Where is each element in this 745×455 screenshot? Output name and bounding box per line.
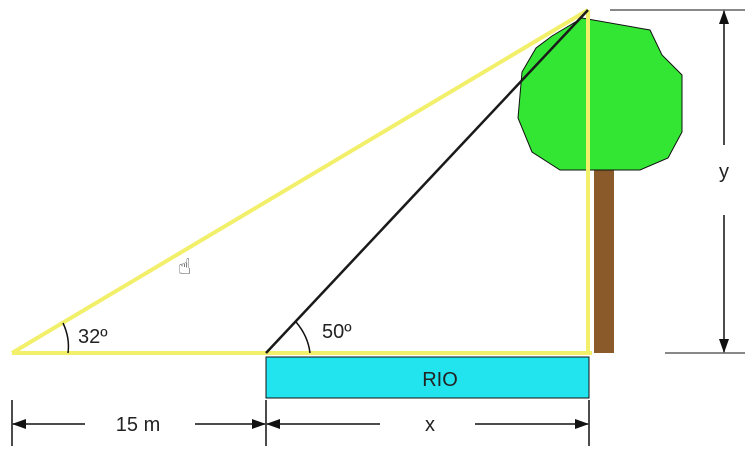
sight-line [265,9,589,354]
tree-trunk [594,170,614,353]
river-label: RIO [422,369,458,391]
tree-crown [517,17,683,171]
angle-label-left: 32º [78,326,108,348]
angle-arc-left [62,322,70,354]
angle-arc-right [295,321,311,354]
hypotenuse-line [10,8,590,355]
hand-pointer-icon: ☝ [178,255,192,280]
height-label: y [719,161,729,183]
river-rect [265,356,590,399]
angle-label-right: 50º [322,321,352,343]
width-label: x [425,414,435,436]
distance-label: 15 m [116,414,160,436]
